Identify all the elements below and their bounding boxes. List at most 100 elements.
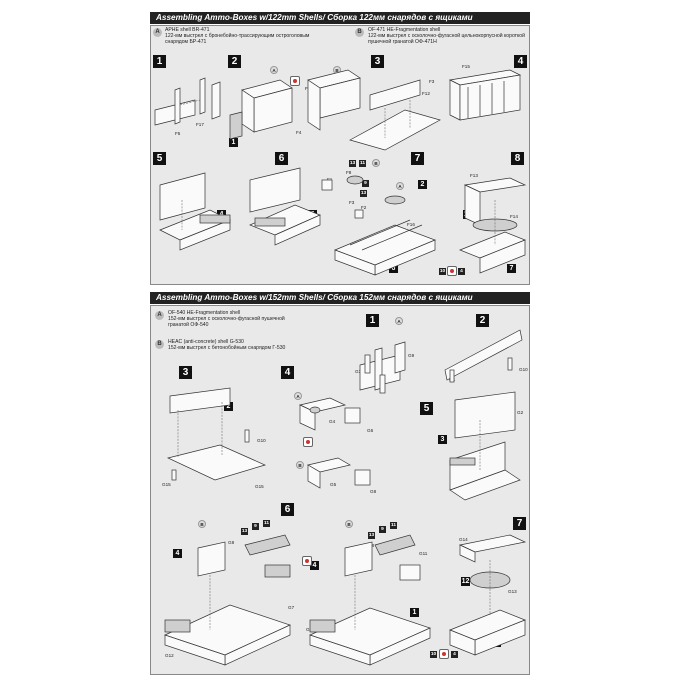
sub-ref: 1 (410, 608, 419, 617)
panel-drawing (444, 329, 523, 383)
sub-ref: 1 (229, 138, 238, 147)
variant-marker: B (296, 461, 304, 469)
sub-ref: 2 (418, 180, 427, 189)
step-1: 1 (153, 55, 166, 68)
step-2: 2 (476, 314, 489, 327)
variant-note-a: APHE shell BR-471 122-мм выстрел с броне… (165, 27, 345, 45)
part-label: G12 (165, 653, 174, 658)
step-4: 4 (281, 366, 294, 379)
glue-icon (302, 556, 312, 566)
part-label: G5 (330, 482, 337, 487)
sub-ref: 12 (461, 577, 470, 586)
step-7: 7 (411, 152, 424, 165)
part-label: F17 (196, 122, 204, 127)
callout-chip: 11 (390, 522, 397, 529)
callout-chip: 9 (379, 526, 386, 533)
assembly-drawings-152 (164, 329, 527, 666)
callout-chip: 11 (359, 160, 366, 167)
step-1: 1 (366, 314, 379, 327)
variant-text-b: 152-мм выстрел с бетонобойным снарядом Г… (168, 345, 286, 351)
variant-text-a: 152-мм выстрел с осколочно-фугасной пуше… (168, 316, 285, 328)
step-6: 6 (275, 152, 288, 165)
variant-marker: B (198, 520, 206, 528)
step-7: 7 (513, 517, 526, 530)
part-label: F5 (175, 131, 181, 136)
callout-chip: 11 (263, 520, 270, 527)
part-label: G15 (255, 484, 264, 489)
part-label: F12 (422, 91, 430, 96)
callout-chip: 4 (451, 651, 458, 658)
callout-chip: 9 (362, 180, 369, 187)
step-2: 2 (228, 55, 241, 68)
variant-marker: A (395, 317, 403, 325)
callout-chip: 10 (430, 651, 437, 658)
plate-drawing (298, 397, 371, 489)
variant-title-a: OF-540 HE-Fragmentation shell (168, 310, 241, 316)
callout-chip: 13 (241, 528, 248, 535)
variant-marker: A (270, 66, 278, 74)
glue-icon (447, 266, 457, 276)
box-step6-drawing (249, 167, 321, 246)
sub-ref: 3 (438, 435, 447, 444)
glue-icon (439, 649, 449, 659)
section-banner-152: Assembling Ammo-Boxes w/152mm Shells/ Сб… (150, 292, 530, 304)
part-label: F8 (346, 170, 352, 175)
box-step6b-drawing (309, 534, 431, 666)
step-3: 3 (179, 366, 192, 379)
part-label: G9 (408, 353, 415, 358)
frame-half-drawing (229, 69, 361, 140)
sub-ref: 2 (224, 402, 233, 411)
variant-badge-a: A (153, 28, 162, 37)
part-label: F2 (361, 205, 367, 210)
part-label: G6 (367, 428, 374, 433)
part-label: F13 (470, 173, 478, 178)
glue-icon (290, 76, 300, 86)
frame-parts-drawing (359, 341, 406, 394)
variant-marker: B (372, 159, 380, 167)
callout-chip: 4 (458, 268, 465, 275)
box-step7-drawing (449, 534, 527, 656)
part-label: G8 (370, 489, 377, 494)
variant-note-b: OF-471 HE-Fragmentation shell 122-мм выс… (368, 27, 526, 45)
part-label: G14 (459, 537, 468, 542)
sub-ref: 4 (217, 210, 226, 219)
part-label: G15 (162, 482, 171, 487)
part-label: G13 (508, 589, 517, 594)
callout-chip: 13 (349, 160, 356, 167)
part-label: G7 (288, 605, 295, 610)
step-4: 4 (514, 55, 527, 68)
sub-ref: 6 (389, 264, 398, 273)
variant-title-b: HEAC (anti-concrete) shell G-530 (168, 339, 244, 345)
part-label: F16 (407, 222, 415, 227)
part-label: G2 (517, 410, 524, 415)
callout-chip: 13 (360, 190, 367, 197)
step-6: 6 (281, 503, 294, 516)
part-label: G8 (228, 540, 235, 545)
frame-parts-drawing (154, 77, 221, 126)
box-step8-drawing (459, 177, 527, 274)
part-label: F1 (327, 177, 333, 182)
variant-text-b: 122-мм выстрел с осколочно-фугасной цель… (368, 33, 525, 45)
part-label: F15 (462, 64, 470, 69)
assembly-drawings-122 (154, 69, 527, 276)
tray-drawing (349, 79, 441, 151)
step-3: 3 (371, 55, 384, 68)
part-label: F3 (429, 79, 435, 84)
tray-drawing (166, 387, 267, 481)
callout-chip: 13 (368, 532, 375, 539)
part-label: F14 (510, 214, 518, 219)
variant-title-a: APHE shell BR-471 (165, 27, 210, 33)
box-step5-drawing (159, 172, 231, 251)
variant-note-b: HEAC (anti-concrete) shell G-530 152-мм … (168, 339, 328, 351)
box-step7-drawing (321, 175, 436, 276)
callout-chip: 10 (439, 268, 446, 275)
variant-marker: A (294, 392, 302, 400)
rack-drawing (448, 69, 522, 121)
box-step5-drawing (449, 391, 521, 501)
step-8: 8 (511, 152, 524, 165)
part-label: F3 (349, 200, 355, 205)
part-label: G3 (355, 369, 362, 374)
step-5: 5 (420, 402, 433, 415)
part-label: G4 (329, 419, 336, 424)
variant-badge-b: B (355, 28, 364, 37)
